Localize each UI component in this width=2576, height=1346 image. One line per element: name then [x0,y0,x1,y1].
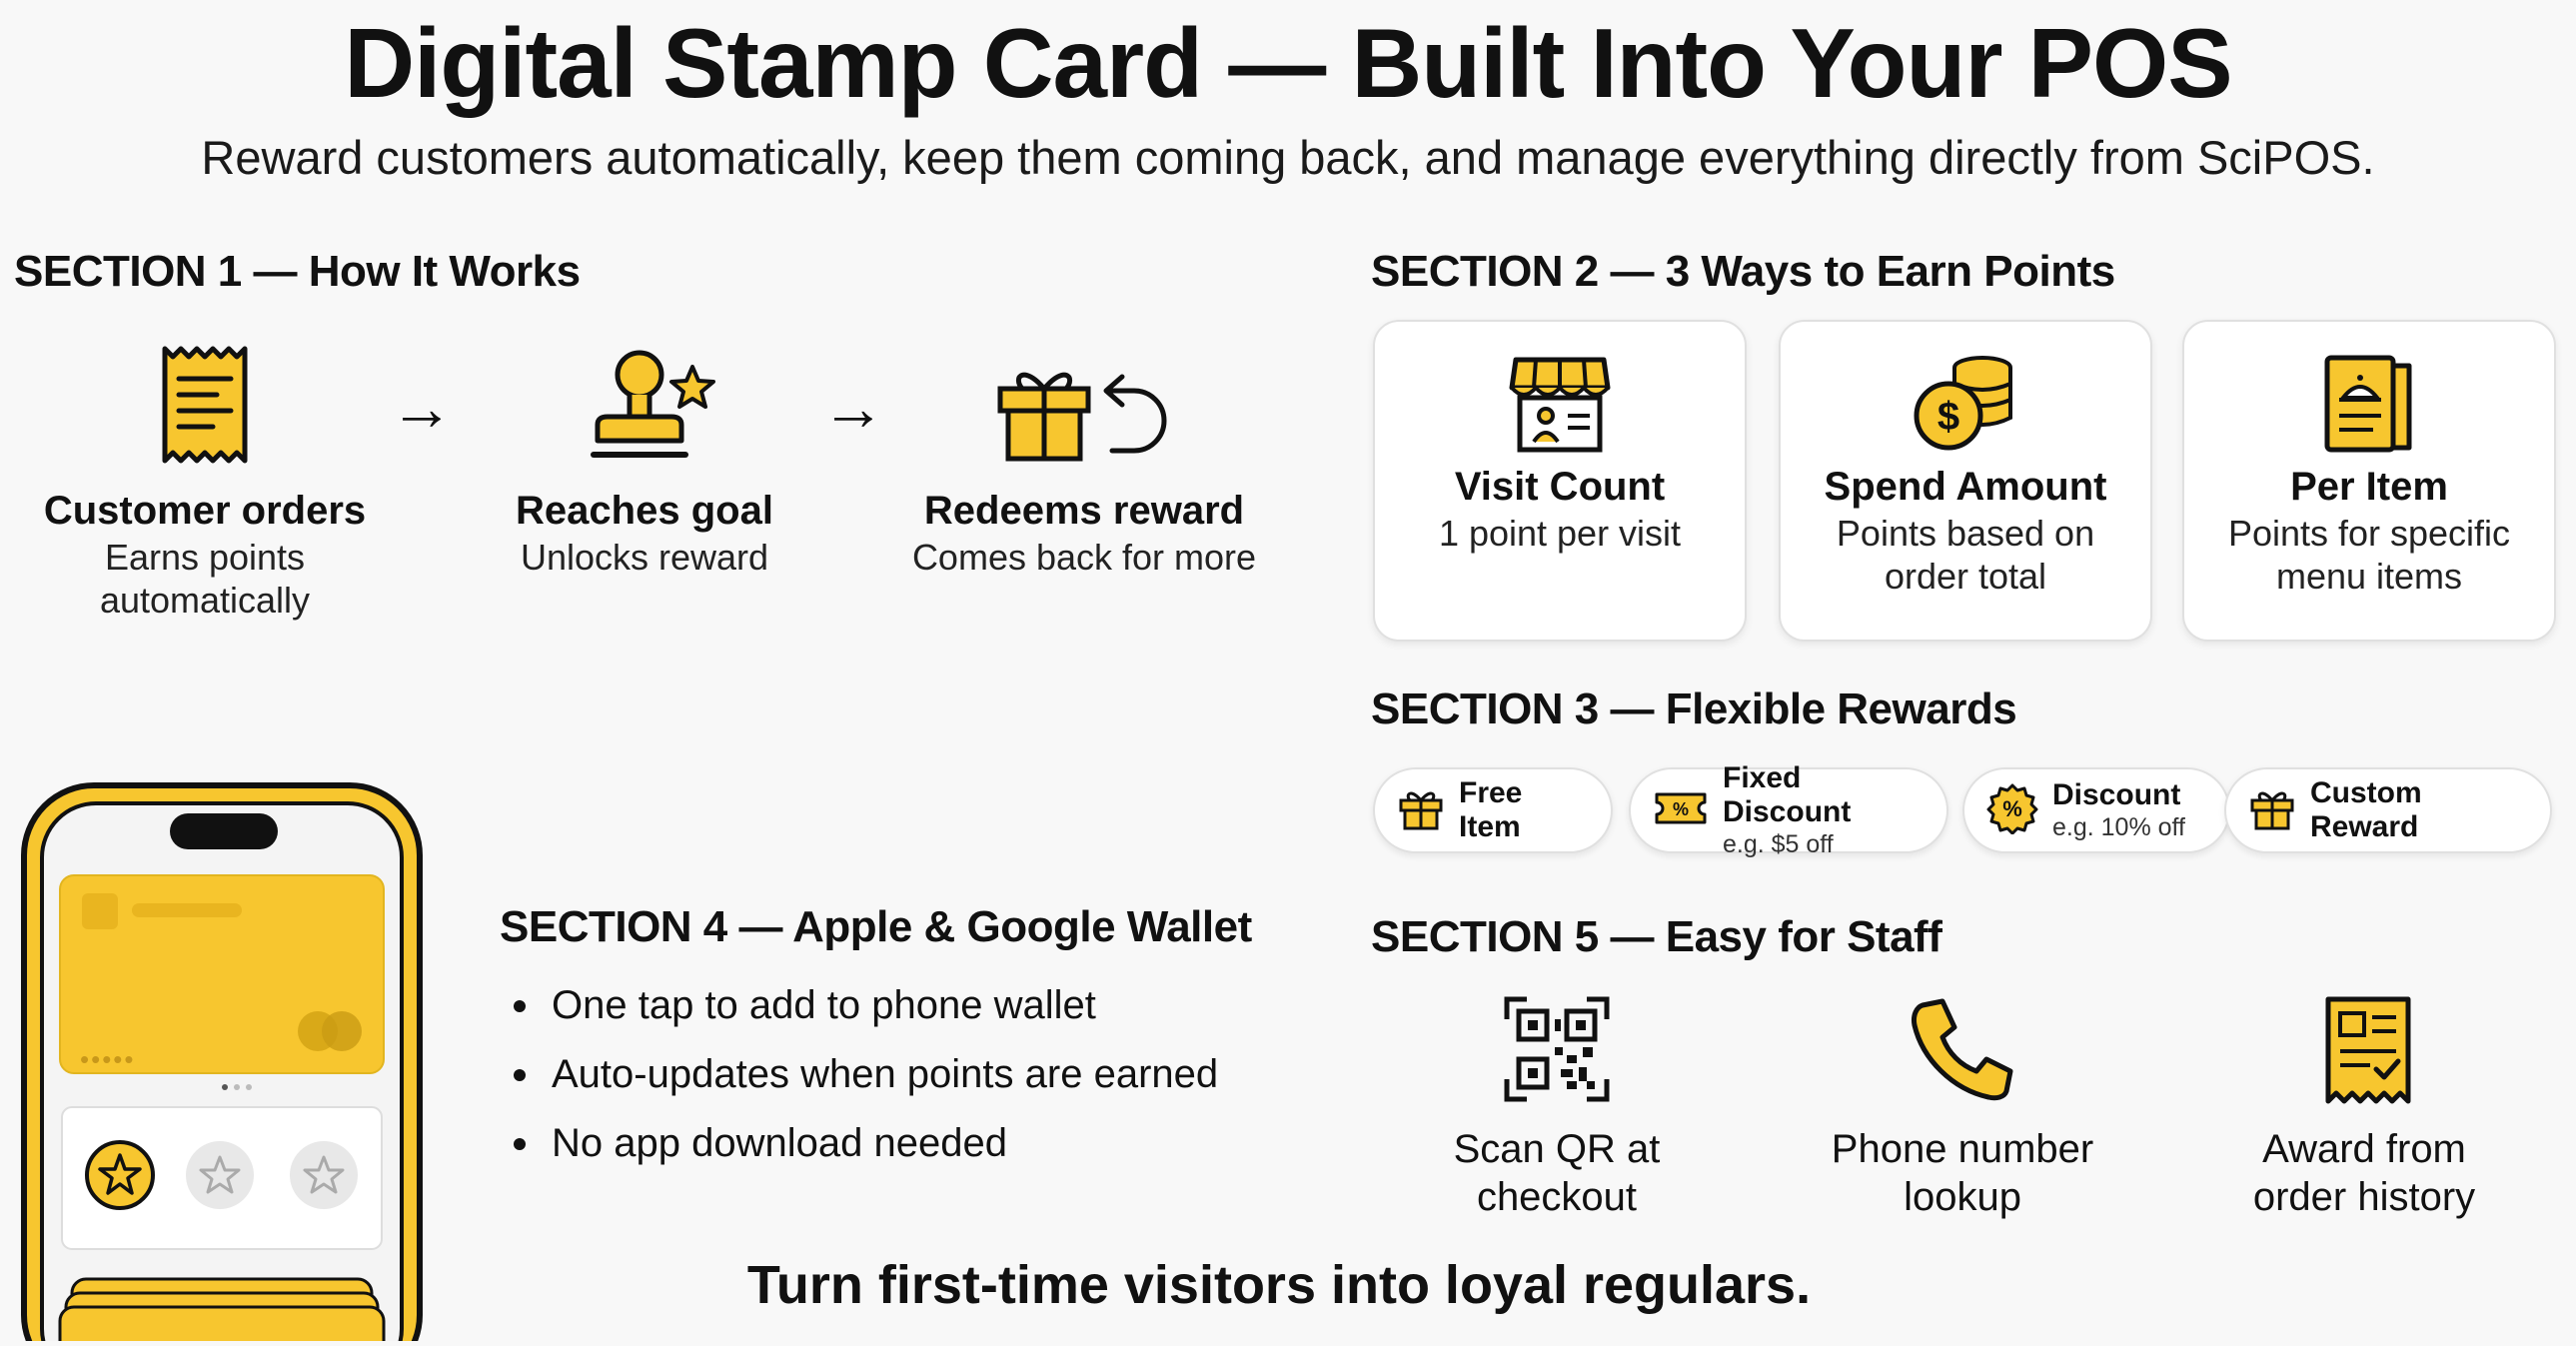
gift-icon [1397,784,1445,837]
gift-icon [2248,784,2296,837]
reward-discount: % Discount e.g. 10% off [1962,767,2230,853]
card-title: Per Item [2290,465,2448,509]
staff-item-order-history: Award from order history [2252,1127,2476,1219]
step-reaches-goal: Reaches goal Unlocks reward [460,486,829,579]
reward-title: Free Item [1459,776,1523,843]
list-item: No app download needed [500,1109,1218,1178]
staff-item-scan-qr: Scan QR at checkout [1453,1127,1661,1219]
section5-heading: SECTION 5 — Easy for Staff [1371,912,1942,961]
staff-item-phone-lookup: Phone number lookup [1831,1127,2094,1219]
reward-fixed-discount: % Fixed Discount e.g. $5 off [1629,761,1948,858]
step-title: Reaches goal [516,489,773,533]
storefront-icon [1375,352,1745,456]
phone-icon [1909,995,2016,1103]
svg-text:$: $ [1937,395,1959,439]
stamp-empty-icon [184,1139,256,1211]
menu-item-icon [2184,352,2554,456]
card-desc: 1 point per visit [1438,513,1682,554]
step-desc: Unlocks reward [520,537,769,578]
reward-title: Custom Reward [2310,776,2422,843]
earn-card-per-item: Per Item Points for specific menu items [2182,320,2556,642]
page-title: Digital Stamp Card — Built Into Your POS [344,8,2232,118]
arrow-icon: → [821,372,885,444]
step-title: Redeems reward [923,489,1245,533]
coupon-icon: % [1653,788,1709,833]
stamp-empty-icon [288,1139,360,1211]
step-desc: Earns points automatically [99,537,311,621]
receipt-icon [157,345,253,465]
percent-glyph: % [2002,796,2022,821]
reward-sub: e.g. 10% off [2052,813,2185,841]
arrow-icon: → [390,372,454,444]
percent-badge-icon: % [1986,782,2038,839]
wallet-benefits-list: One tap to add to phone wallet Auto-upda… [500,971,1218,1178]
reward-title: Fixed Discount [1723,761,1852,828]
reward-free-item: Free Item [1373,767,1613,853]
earn-card-visit-count: Visit Count 1 point per visit [1373,320,1747,642]
stamp-filled-icon [84,1139,156,1211]
reward-title: Discount [2052,778,2181,811]
list-item: One tap to add to phone wallet [500,971,1218,1040]
percent-glyph: % [1673,799,1689,819]
page-subtitle: Reward customers automatically, keep the… [201,131,2375,184]
gift-return-icon [994,355,1174,465]
section1-heading: SECTION 1 — How It Works [14,247,581,296]
reward-sub: e.g. $5 off [1723,830,1834,858]
step-redeems-reward: Redeems reward Comes back for more [879,486,1289,579]
section3-heading: SECTION 3 — Flexible Rewards [1371,684,2017,733]
wallet-card-number: ••••• [80,1044,136,1074]
step-customer-orders: Customer orders Earns points automatical… [20,486,390,622]
tagline: Turn first-time visitors into loyal regu… [746,1255,1812,1315]
section2-heading: SECTION 2 — 3 Ways to Earn Points [1371,247,2115,296]
card-desc: Points for specific menu items [2227,513,2511,597]
list-item: Auto-updates when points are earned [500,1040,1218,1109]
step-desc: Comes back for more [911,537,1257,578]
reward-custom-reward: Custom Reward [2224,767,2552,853]
step-title: Customer orders [43,489,367,533]
earn-card-spend-amount: $ Spend Amount Points based on order tot… [1779,320,2152,642]
spacer [90,237,91,238]
card-desc: Points based on order total [1836,513,2095,597]
coins-icon: $ [1781,352,2150,456]
order-history-icon [2320,995,2416,1105]
card-title: Visit Count [1454,465,1666,509]
card-title: Spend Amount [1824,465,2107,509]
qr-code-icon [1503,995,1611,1103]
section4-heading: SECTION 4 — Apple & Google Wallet [500,902,1252,951]
stamp-star-icon [590,345,719,465]
